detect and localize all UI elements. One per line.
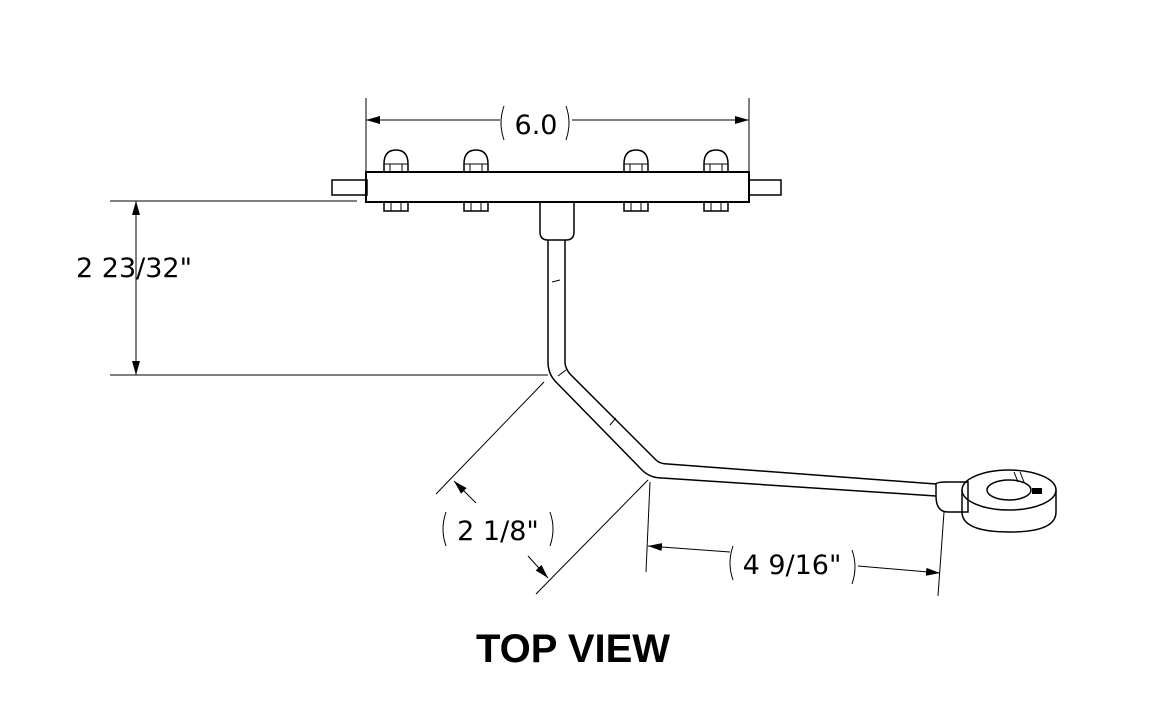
dome-nut-1: [383, 149, 409, 172]
dome-nut-2: [463, 149, 489, 172]
right-end-stub: [748, 179, 782, 196]
ring-fitting: [935, 469, 1057, 533]
dimension-horizontal-label: 4 9/16": [743, 550, 842, 581]
left-end-stub: [331, 179, 368, 196]
dimension-diagonal-label: 2 1/8": [457, 516, 539, 547]
center-fitting: [539, 202, 575, 241]
view-title: TOP VIEW: [476, 627, 670, 671]
hex-nut-3: [623, 201, 649, 212]
bent-tube: [547, 240, 937, 497]
dimension-diagonal: 2 1/8": [435, 381, 649, 595]
dome-nut-4: [703, 149, 729, 172]
dimension-width: 6.0: [365, 98, 750, 172]
manifold-bar: [365, 171, 750, 203]
manifold-assembly: [331, 149, 782, 241]
hex-nut-2: [463, 201, 489, 212]
dimension-vertical-offset-label: 2 23/32": [76, 253, 192, 284]
hex-nut-4: [703, 201, 729, 212]
ring-set-screw: [1032, 488, 1042, 494]
dome-nut-3: [623, 149, 649, 172]
hex-nut-1: [383, 201, 409, 212]
dimension-width-label: 6.0: [515, 110, 558, 141]
dimension-horizontal: 4 9/16": [645, 481, 945, 597]
dimension-vertical-offset: 2 23/32": [76, 200, 548, 376]
